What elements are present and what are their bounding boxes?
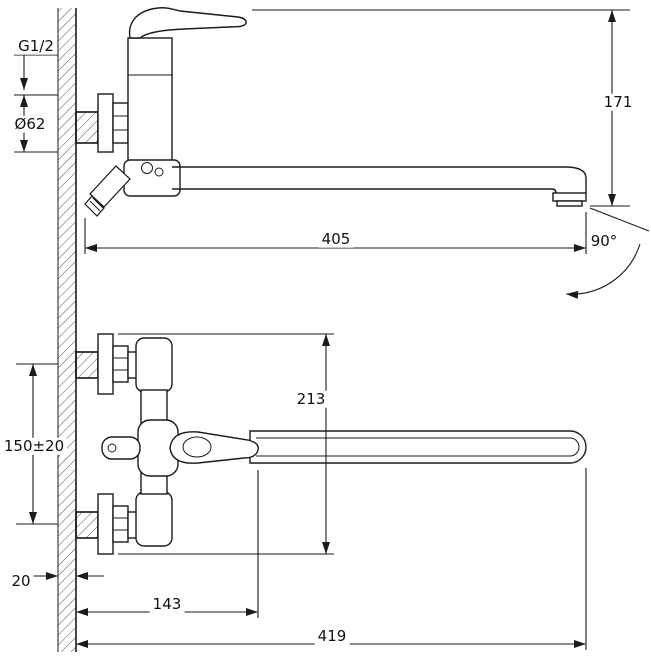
side-lever-handle	[128, 7, 247, 39]
handle-projection-label: 143	[149, 596, 185, 613]
wall-section	[57, 8, 77, 652]
side-connection-nut	[112, 102, 129, 144]
side-diverter-knob-small	[154, 167, 164, 177]
side-inlet-thread	[75, 111, 99, 144]
dim-thread-leader	[14, 54, 58, 90]
spout-reach-label: 405	[318, 231, 354, 248]
plan-lever-handle	[169, 431, 259, 464]
plan-top-inlet	[75, 333, 139, 395]
wall-hatch	[58, 8, 76, 652]
faucet-side-view	[75, 7, 587, 217]
mounting-height-label: 213	[293, 391, 329, 408]
side-spout	[172, 166, 587, 207]
dim-height-171	[252, 9, 630, 207]
wall-clearance-label: 20	[8, 573, 34, 590]
side-escutcheon	[97, 93, 114, 153]
plan-shower-outlet	[101, 436, 141, 460]
dim-spout-reach-405	[84, 212, 587, 254]
dim-swivel-angle	[565, 207, 650, 299]
plan-body	[135, 337, 179, 547]
side-aerator	[556, 200, 583, 207]
side-diverter-knob	[141, 162, 153, 174]
thread-size-label: G1/2	[15, 38, 57, 55]
height-label: 171	[600, 94, 636, 111]
plan-view-dimensions	[16, 333, 587, 650]
side-body	[127, 37, 173, 165]
plan-spout	[249, 430, 587, 464]
overall-length-label: 419	[314, 628, 350, 645]
swivel-angle-label: 90°	[587, 233, 621, 250]
flange-diameter-label: Ø62	[11, 116, 49, 133]
plan-bottom-inlet	[75, 493, 139, 555]
faucet-plan-view	[75, 333, 587, 555]
side-view-dimensions	[14, 9, 650, 299]
dim-mounting-height-213	[118, 333, 334, 555]
side-shower-outlet	[84, 165, 131, 217]
inlet-spacing-label: 150±20	[0, 438, 68, 455]
